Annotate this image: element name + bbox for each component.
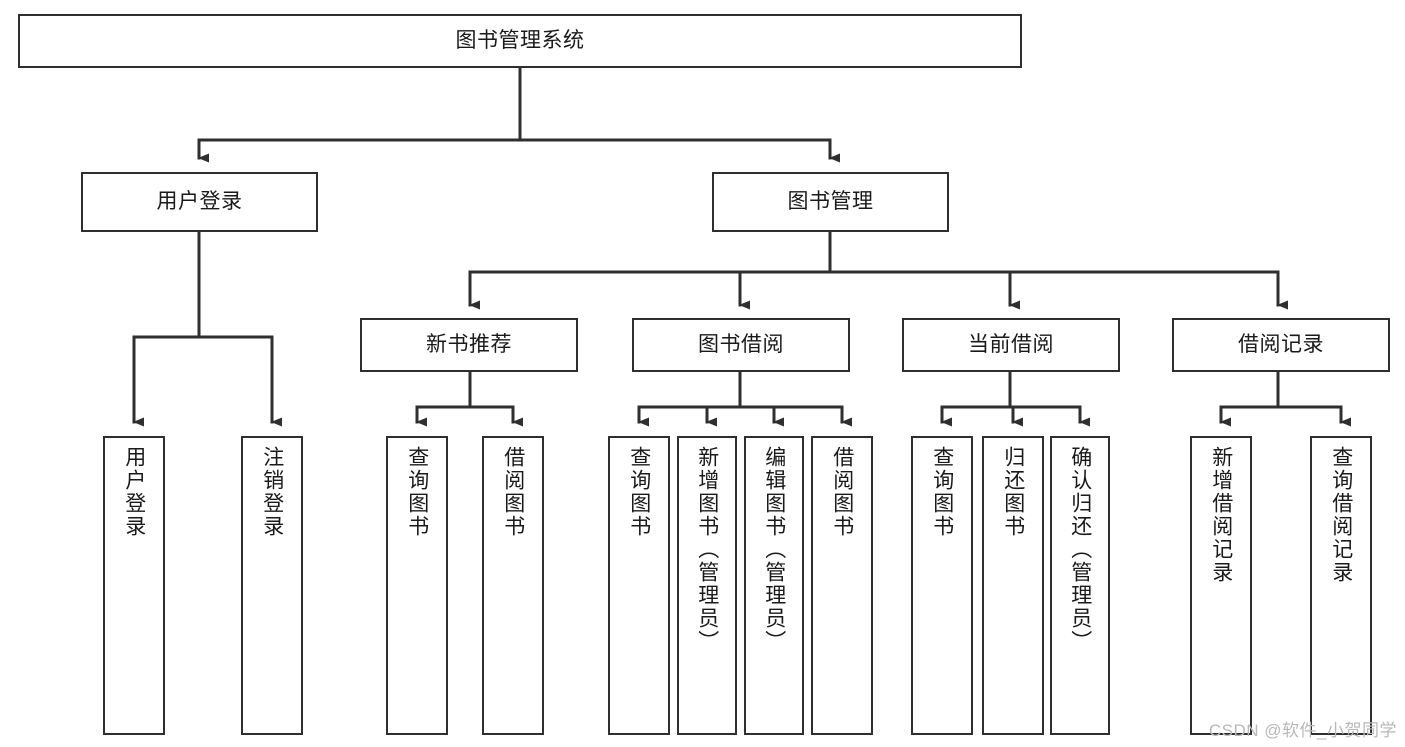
node-book-manage[interactable]: 图书管理 [712,172,949,232]
node-leaf-query-book-1-label: 查询图书 [405,446,429,538]
node-leaf-borrow-book-2-label: 借阅图书 [830,446,854,538]
node-book-borrow-label: 图书借阅 [698,332,784,356]
node-leaf-return-book-label: 归还图书 [1001,446,1025,538]
node-new-book-recommend[interactable]: 新书推荐 [360,318,578,372]
watermark: CSDN @软件_小贺同学 [1208,721,1397,740]
node-leaf-user-logout[interactable]: 注销登录 [241,436,303,735]
node-leaf-borrow-book-1[interactable]: 借阅图书 [482,436,544,735]
node-new-book-recommend-label: 新书推荐 [426,332,512,356]
node-leaf-add-book-label: 新增图书（管理员） [695,446,719,653]
node-leaf-add-record[interactable]: 新增借阅记录 [1190,436,1252,735]
node-leaf-confirm-return[interactable]: 确认归还（管理员） [1050,436,1110,735]
node-leaf-add-book[interactable]: 新增图书（管理员） [677,436,737,735]
node-leaf-query-book-3[interactable]: 查询图书 [911,436,973,735]
node-leaf-query-book-2-label: 查询图书 [627,446,651,538]
node-leaf-query-record-label: 查询借阅记录 [1329,446,1353,584]
node-root-label: 图书管理系统 [455,28,585,52]
node-borrow-record[interactable]: 借阅记录 [1172,318,1390,372]
node-leaf-query-book-2[interactable]: 查询图书 [608,436,670,735]
node-book-manage-label: 图书管理 [787,189,874,213]
node-leaf-borrow-book-1-label: 借阅图书 [501,446,525,538]
node-leaf-user-logout-label: 注销登录 [260,446,284,538]
node-leaf-confirm-return-label: 确认归还（管理员） [1068,446,1092,653]
node-leaf-return-book[interactable]: 归还图书 [982,436,1044,735]
node-root[interactable]: 图书管理系统 [18,14,1022,68]
node-borrow-record-label: 借阅记录 [1238,332,1324,356]
node-leaf-user-login-label: 用户登录 [122,446,146,538]
node-leaf-query-book-3-label: 查询图书 [930,446,954,538]
node-current-borrow-label: 当前借阅 [968,332,1054,356]
node-leaf-borrow-book-2[interactable]: 借阅图书 [811,436,873,735]
node-leaf-query-record[interactable]: 查询借阅记录 [1310,436,1372,735]
node-leaf-edit-book[interactable]: 编辑图书（管理员） [744,436,804,735]
node-leaf-edit-book-label: 编辑图书（管理员） [762,446,786,653]
node-leaf-user-login[interactable]: 用户登录 [103,436,165,735]
node-book-borrow[interactable]: 图书借阅 [632,318,850,372]
node-leaf-query-book-1[interactable]: 查询图书 [386,436,448,735]
node-user-login-label: 用户登录 [156,189,243,213]
node-user-login[interactable]: 用户登录 [81,172,318,232]
node-leaf-add-record-label: 新增借阅记录 [1209,446,1233,584]
node-current-borrow[interactable]: 当前借阅 [902,318,1120,372]
